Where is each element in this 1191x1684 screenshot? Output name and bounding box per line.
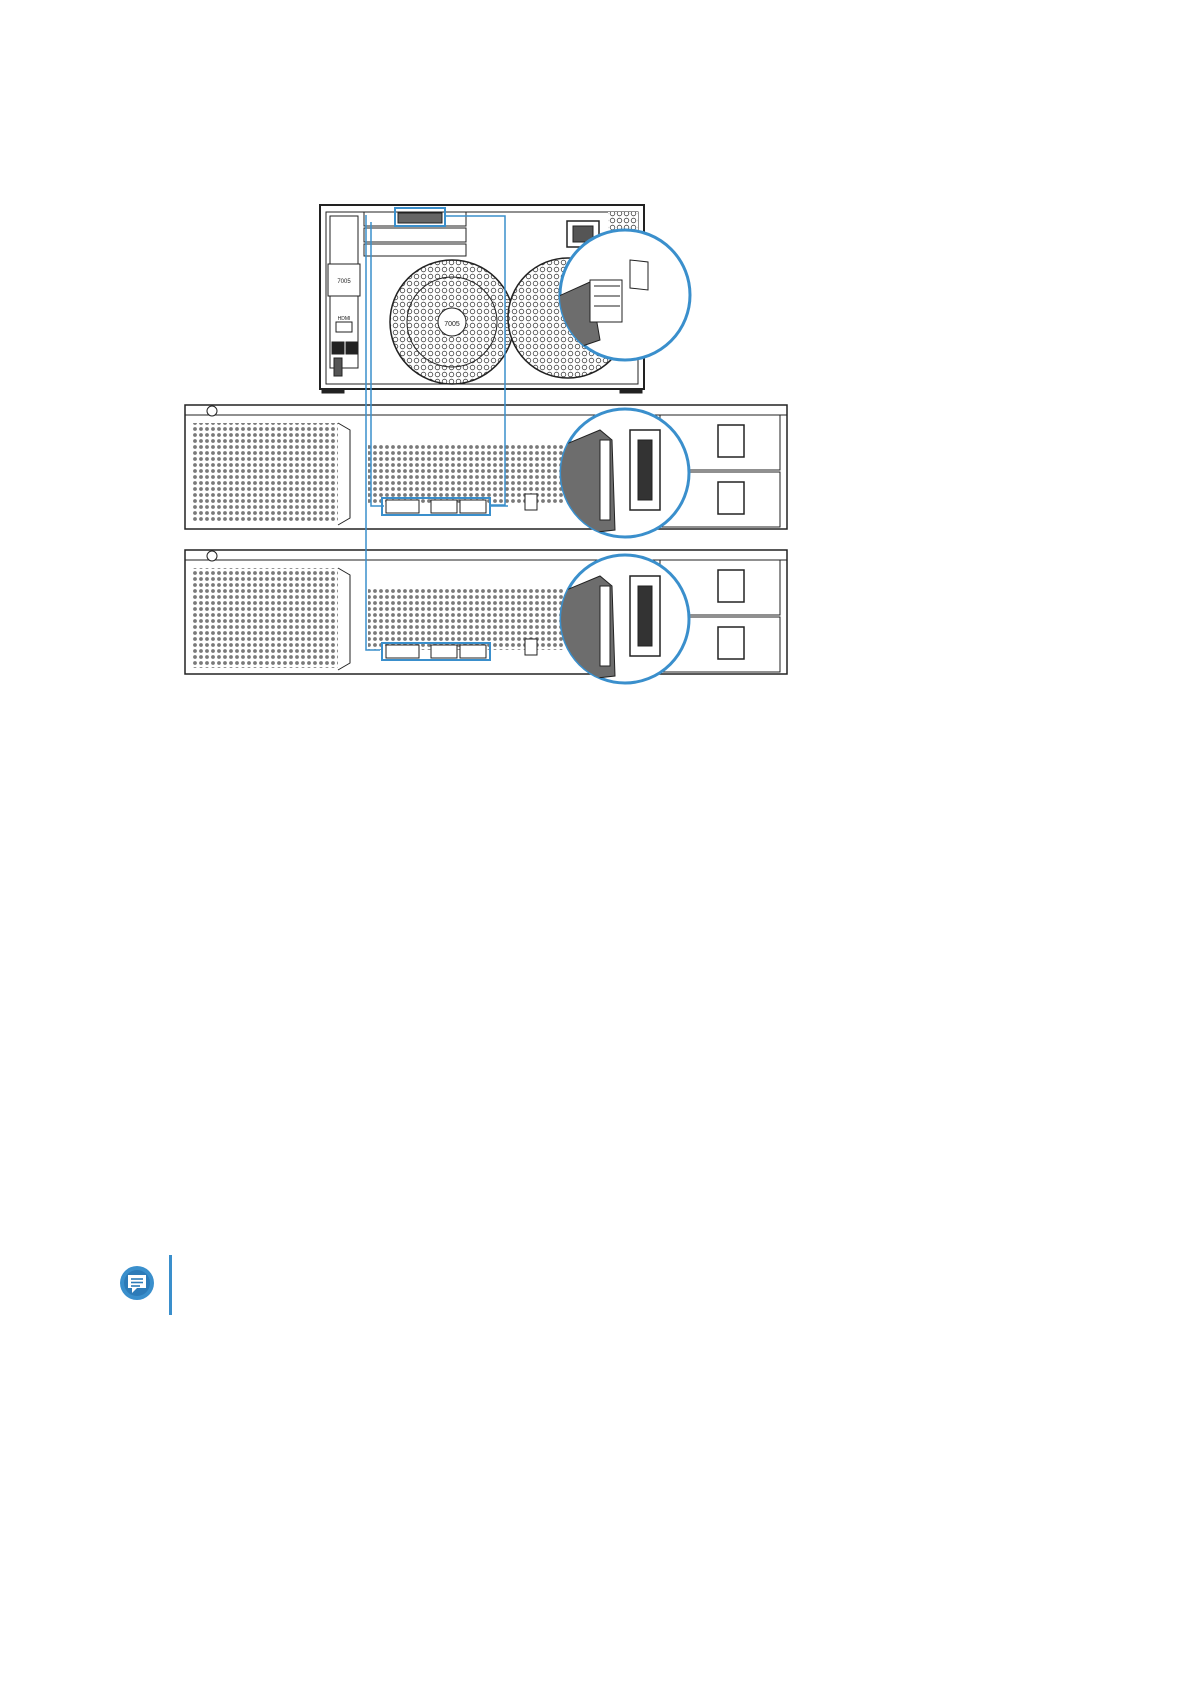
expansion-unit-2 [185, 550, 787, 674]
note-icon [117, 1263, 157, 1303]
note-accent-bar [169, 1255, 172, 1315]
nas-hdmi-label: HDMI [338, 316, 351, 322]
expansion-unit-1 [185, 405, 787, 529]
nas-fan-label: 7005 [444, 321, 460, 328]
nas-fan-left-label: 7005 [337, 279, 351, 285]
